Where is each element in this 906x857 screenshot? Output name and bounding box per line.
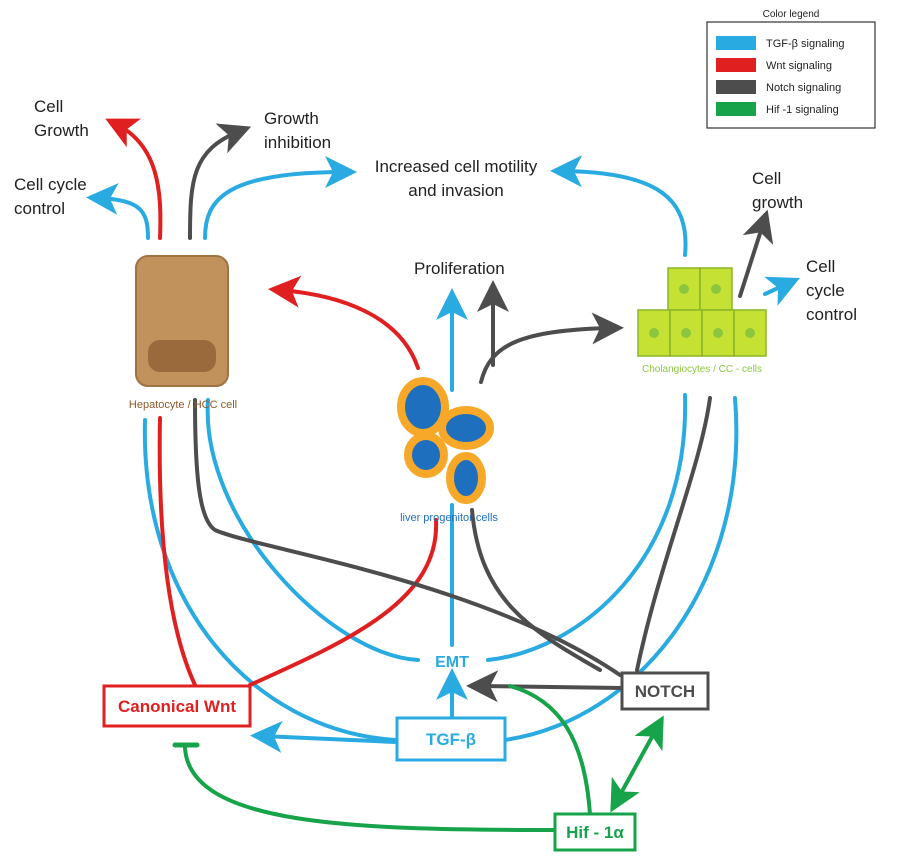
- label-cell-growth-left-2: Growth: [34, 121, 89, 140]
- hepatocyte-nucleus: [148, 340, 216, 372]
- arrow-hif-to-emt: [508, 684, 592, 817]
- cholangiocyte-cells: [637, 267, 767, 357]
- cholangiocyte-label: Cholangiocytes / CC - cells: [642, 364, 762, 375]
- arrow-chol-to-cell-cycle: [763, 276, 800, 306]
- label-cell-growth-left-1: Cell: [34, 97, 63, 116]
- progenitor-cells: liver progenitor cells: [397, 377, 498, 524]
- legend-swatch-hif: [716, 102, 756, 116]
- label-motility-2: and invasion: [408, 181, 503, 200]
- color-legend: Color legend TGF-β signaling Wnt signali…: [706, 9, 876, 129]
- node-tgf-beta: TGF-β: [395, 716, 507, 762]
- node-hif: Hif - 1α: [553, 812, 637, 852]
- line-hep-to-tgf: [142, 418, 397, 742]
- progenitor-cell-2: [438, 406, 494, 450]
- arrow-tgf-to-wnt: [250, 720, 397, 753]
- cholangiocyte-nucleus: [679, 284, 689, 294]
- label-proliferation: Proliferation: [414, 259, 505, 278]
- legend-label-tgf: TGF-β signaling: [766, 38, 844, 50]
- line-hep-to-emt: [205, 398, 420, 662]
- legend-label-wnt: Wnt signaling: [766, 60, 832, 72]
- node-emt: EMT: [435, 654, 469, 671]
- label-cell-cycle-right-1: Cell: [806, 257, 835, 276]
- label-cell-cycle-right-3: control: [806, 305, 857, 324]
- cholangiocyte-nucleus: [711, 284, 721, 294]
- arrow-hep-to-motility: [203, 156, 357, 240]
- arrow-hep-to-cell-cycle: [86, 182, 150, 240]
- inhibit-hif-to-wnt: [183, 746, 557, 832]
- line-notch-to-hepatocyte: [193, 398, 622, 677]
- legend-swatch-notch: [716, 80, 756, 94]
- line-notch-to-chol: [635, 396, 712, 672]
- label-cell-cycle-left-1: Cell cycle: [14, 175, 87, 194]
- hif-box: [553, 812, 637, 852]
- hif-label: Hif - 1α: [566, 823, 624, 842]
- legend-swatch-wnt: [716, 58, 756, 72]
- tgf-beta-label: TGF-β: [426, 730, 476, 749]
- cholangiocyte-nucleus: [745, 328, 755, 338]
- canonical-wnt-label: Canonical Wnt: [118, 697, 236, 716]
- line-tgf-to-chol: [503, 396, 739, 742]
- line-wnt-to-hepatocyte: [157, 416, 197, 687]
- node-canonical-wnt: Canonical Wnt: [102, 684, 252, 728]
- notch-box: [620, 671, 710, 711]
- label-cell-growth-right-1: Cell: [752, 169, 781, 188]
- node-notch: NOTCH: [620, 671, 710, 711]
- notch-label: NOTCH: [635, 682, 695, 701]
- label-motility-1: Increased cell motility: [375, 157, 538, 176]
- cholangiocyte-nucleus: [649, 328, 659, 338]
- label-growth-inhibition-1: Growth: [264, 109, 319, 128]
- arrow-chol-to-motility: [550, 155, 688, 257]
- legend-label-notch: Notch signaling: [766, 82, 841, 94]
- line-wnt-to-progenitor: [248, 518, 439, 687]
- label-cell-growth-right-2: growth: [752, 193, 803, 212]
- cholangiocyte-nuclei: [649, 284, 755, 338]
- legend-swatch-tgf: [716, 36, 756, 50]
- tgf-beta-box: [395, 716, 507, 762]
- line-notch-to-progenitor: [470, 508, 602, 672]
- arrow-prog-to-hepatocyte: [268, 275, 420, 370]
- canonical-wnt-box: [102, 684, 252, 728]
- hepatocyte-label: Hepatocyte / HCC cell: [129, 399, 237, 411]
- legend-label-hif: Hif -1 signaling: [766, 104, 839, 116]
- arrow-notch-to-emt: [466, 670, 624, 703]
- cholangiocyte-nucleus: [681, 328, 691, 338]
- arrow-prog-to-cholangiocyte: [479, 312, 624, 384]
- progenitor-cell-3: [404, 432, 448, 478]
- arrow-hif-notch-bidirectional: [610, 715, 664, 813]
- progenitor-label: liver progenitor cells: [400, 512, 498, 524]
- progenitor-cell-4: [446, 452, 486, 504]
- legend-title: Color legend: [763, 9, 820, 20]
- cholangiocyte-nucleus: [713, 328, 723, 338]
- label-cell-cycle-left-2: control: [14, 199, 65, 218]
- label-cell-cycle-right-2: cycle: [806, 281, 845, 300]
- arrow-chol-to-cell-growth: [738, 209, 774, 298]
- hepatocyte-cell: Hepatocyte / HCC cell: [129, 255, 237, 411]
- label-growth-inhibition-2: inhibition: [264, 133, 331, 152]
- arrow-hep-to-cell-growth: [105, 118, 163, 240]
- arrow-hep-to-growth-inhibition: [188, 123, 252, 240]
- line-emt-to-chol: [486, 393, 688, 662]
